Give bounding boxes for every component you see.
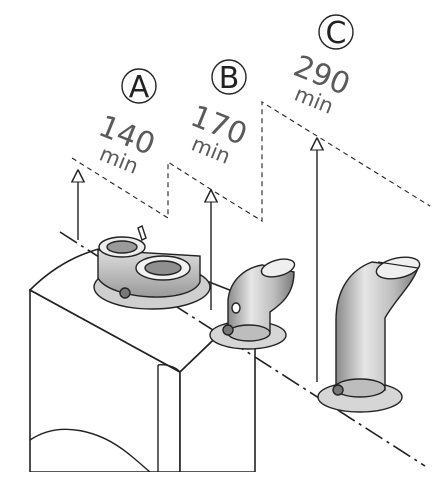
label-b-letter: B [219,61,240,96]
label-c-circle [318,14,354,50]
label-a: A 140 min [94,68,160,179]
height-arrows [78,144,317,382]
label-b-circle [211,59,247,95]
label-a-circle [121,68,157,104]
label-c: C 290 min [289,14,355,119]
concentric-flue-adapter [93,225,211,310]
dimension-lines [71,101,431,222]
large-elbow-c [317,256,421,413]
label-b: B 170 min [186,59,252,169]
short-elbow-b [209,258,296,350]
label-a-letter: A [129,70,150,105]
label-c-letter: C [326,16,347,51]
